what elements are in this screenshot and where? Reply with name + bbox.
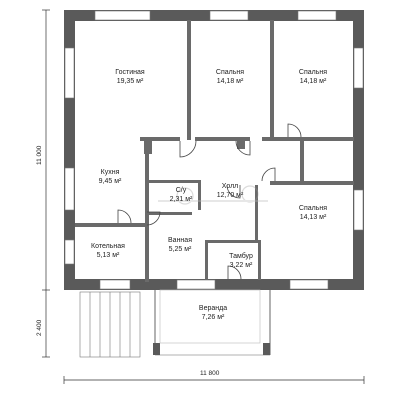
dimension-total-width: 11 800 xyxy=(200,370,220,377)
windows xyxy=(64,10,364,290)
room-boiler: Котельная 5,13 м² xyxy=(91,242,125,260)
room-name: Ванная xyxy=(168,237,192,244)
room-area: 19,35 м² xyxy=(116,78,144,85)
room-bedroom-2: Спальня 14,18 м² xyxy=(299,68,327,86)
room-area: 14,13 м² xyxy=(299,214,327,221)
dimension-house-depth: 11 000 xyxy=(36,145,43,165)
room-veranda: Веранда 7,26 м² xyxy=(199,304,227,322)
room-area: 7,26 м² xyxy=(201,314,225,321)
room-bathroom: Ванная 5,25 м² xyxy=(168,236,192,254)
room-area: 2,31 м² xyxy=(169,196,193,203)
room-area: 3,22 м² xyxy=(229,262,253,269)
room-name: Кухня xyxy=(100,169,120,176)
room-name: Спальня xyxy=(298,69,328,76)
room-name: Веранда xyxy=(198,305,228,312)
room-area: 14,18 м² xyxy=(216,78,244,85)
room-name: Спальня xyxy=(215,69,245,76)
room-area: 5,13 м² xyxy=(96,252,120,259)
room-bedroom-1: Спальня 14,18 м² xyxy=(216,68,244,86)
room-area: 12,70 м² xyxy=(216,192,244,199)
dimension-veranda-depth: 2 400 xyxy=(36,319,43,336)
interior-walls xyxy=(75,20,354,282)
room-area: 14,18 м² xyxy=(299,78,327,85)
entry-stairs xyxy=(79,291,141,358)
room-kitchen: Кухня 9,45 м² xyxy=(99,168,122,186)
veranda xyxy=(153,289,271,356)
room-name: Спальня xyxy=(298,205,328,212)
room-name: Котельная xyxy=(91,243,125,250)
dimension-lines xyxy=(42,9,365,384)
room-name: Тамбур xyxy=(229,253,253,260)
room-name: С/у xyxy=(175,187,187,194)
room-name: Гостиная xyxy=(115,69,145,76)
watermark xyxy=(158,185,268,205)
west-wall xyxy=(64,10,75,290)
room-area: 9,45 м² xyxy=(98,178,122,185)
room-living: Гостиная 19,35 м² xyxy=(115,68,144,86)
door-swings xyxy=(117,123,302,280)
room-hall: Холл 12,70 м² xyxy=(217,182,244,200)
east-wall xyxy=(353,10,364,290)
room-name: Холл xyxy=(221,183,239,190)
room-bedroom-3: Спальня 14,13 м² xyxy=(299,204,327,222)
room-area: 5,25 м² xyxy=(168,246,192,253)
room-vestibule: Тамбур 3,22 м² xyxy=(229,252,253,270)
room-wc: С/у 2,31 м² xyxy=(170,186,193,204)
